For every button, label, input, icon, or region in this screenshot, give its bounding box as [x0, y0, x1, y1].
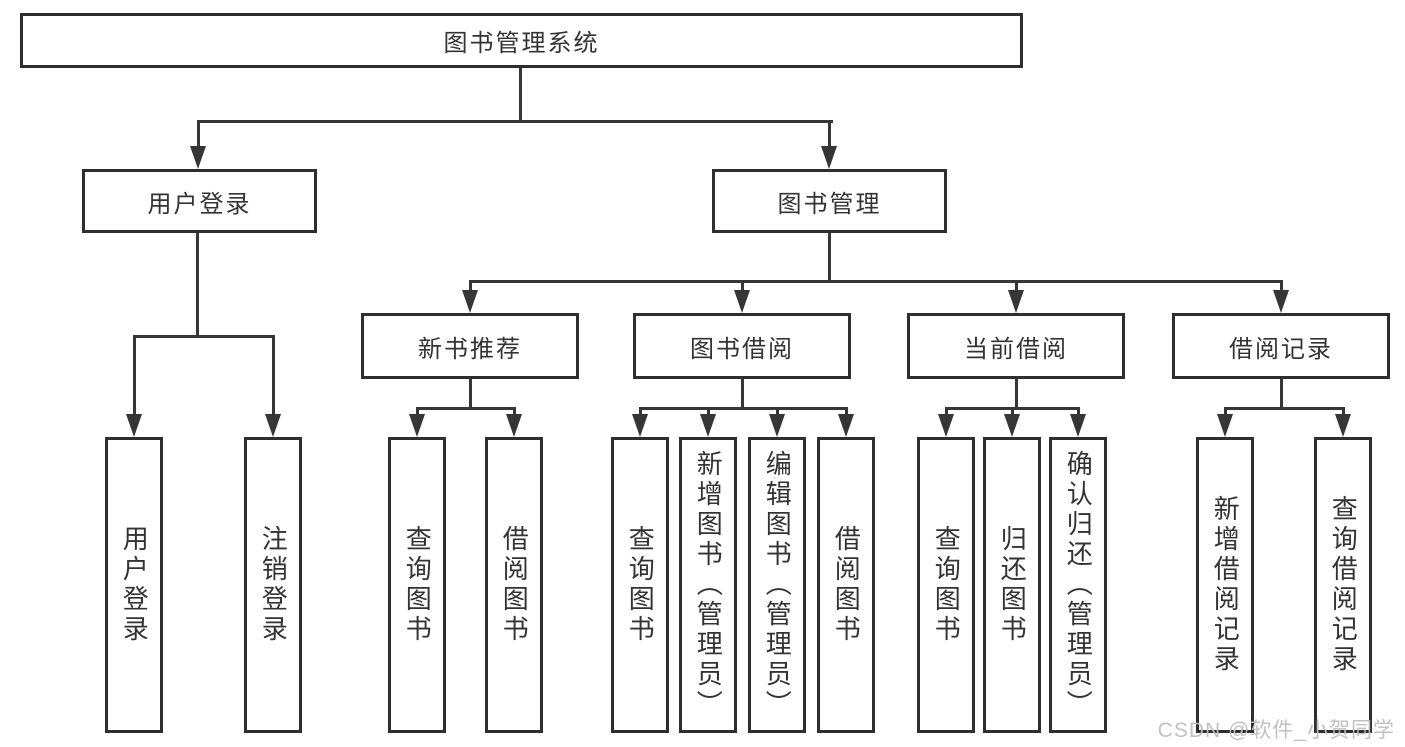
leaf-user-login-label: 用户登录 — [119, 525, 150, 645]
connector-section-stem — [1015, 280, 1018, 294]
node-book-borrow: 图书借阅 — [633, 313, 851, 379]
connector-leaf-stem — [1224, 407, 1227, 417]
leaf-query-books: 查询图书 — [388, 437, 446, 733]
connector-leaf-stem — [639, 407, 642, 417]
leaf-add-books-admin-label: 新增图书（管理员） — [693, 450, 724, 720]
arrowhead-icon — [190, 146, 206, 169]
leaf-borrow-books: 借阅图书 — [817, 437, 875, 733]
arrowhead-icon — [409, 414, 425, 437]
connector-user-login-stem — [197, 120, 200, 150]
arrowhead-icon — [632, 414, 648, 437]
node-root-label: 图书管理系统 — [443, 30, 600, 57]
connector-root-stem — [519, 68, 522, 122]
node-new-book-recommend: 新书推荐 — [361, 313, 579, 379]
arrowhead-icon — [462, 290, 478, 313]
leaf-edit-books-admin-label: 编辑图书（管理员） — [762, 450, 793, 720]
leaf-borrow-books-label: 借阅图书 — [499, 525, 530, 645]
connector-leaf-stem — [845, 407, 848, 417]
connector-leaf-stem — [416, 407, 419, 417]
arrowhead-icon — [1008, 290, 1024, 313]
arrowhead-icon — [506, 414, 522, 437]
leaf-query-books: 查询图书 — [611, 437, 669, 733]
connector-leaves-horizontal — [639, 407, 848, 410]
connector-leaf-stem — [945, 407, 948, 417]
connector-section-down — [1280, 379, 1283, 409]
leaf-return-books: 归还图书 — [983, 437, 1041, 733]
connector-leaf-stem — [133, 335, 136, 417]
connector-leaves-horizontal — [1224, 407, 1345, 410]
connector-user-login-horizontal — [133, 335, 275, 338]
leaf-logout-label: 注销登录 — [258, 525, 289, 645]
connector-level3-horizontal — [469, 280, 1283, 283]
leaf-add-borrow-record: 新增借阅记录 — [1196, 437, 1254, 733]
node-borrow-records: 借阅记录 — [1172, 313, 1390, 379]
connector-section-down — [1015, 379, 1018, 409]
leaf-add-borrow-record-label: 新增借阅记录 — [1210, 495, 1241, 675]
node-current-borrow: 当前借阅 — [907, 313, 1125, 379]
arrowhead-icon — [700, 414, 716, 437]
arrowhead-icon — [265, 414, 281, 437]
leaf-user-login: 用户登录 — [105, 437, 163, 733]
connector-user-login-down — [196, 233, 199, 338]
connector-level2-horizontal — [197, 120, 833, 123]
arrowhead-icon — [1070, 414, 1086, 437]
leaf-confirm-return-admin-label: 确认归还（管理员） — [1063, 450, 1094, 720]
leaf-logout: 注销登录 — [244, 437, 302, 733]
leaf-query-borrow-record: 查询借阅记录 — [1314, 437, 1372, 733]
connector-leaf-stem — [1011, 407, 1014, 417]
arrowhead-icon — [734, 290, 750, 313]
arrowhead-icon — [126, 414, 142, 437]
arrowhead-icon — [938, 414, 954, 437]
node-root: 图书管理系统 — [20, 13, 1023, 68]
connector-leaf-stem — [707, 407, 710, 417]
leaf-query-borrow-record-label: 查询借阅记录 — [1328, 495, 1359, 675]
leaf-add-books-admin: 新增图书（管理员） — [679, 437, 737, 733]
arrowhead-icon — [769, 414, 785, 437]
leaf-borrow-books: 借阅图书 — [485, 437, 543, 733]
node-new-book-recommend-label: 新书推荐 — [418, 335, 522, 363]
connector-book-mgmt-down — [828, 233, 831, 283]
arrowhead-icon — [821, 146, 837, 169]
arrowhead-icon — [1335, 414, 1351, 437]
connector-section-stem — [1280, 280, 1283, 294]
connector-leaf-stem — [272, 335, 275, 417]
connector-leaf-stem — [513, 407, 516, 417]
leaf-query-books-label: 查询图书 — [931, 525, 962, 645]
connector-leaves-horizontal — [416, 407, 516, 410]
node-current-borrow-label: 当前借阅 — [964, 335, 1068, 363]
node-book-management: 图书管理 — [712, 169, 947, 233]
leaf-borrow-books-label: 借阅图书 — [831, 525, 862, 645]
connector-section-stem — [741, 280, 744, 294]
arrowhead-icon — [1217, 414, 1233, 437]
node-user-login-label: 用户登录 — [147, 190, 252, 218]
leaf-confirm-return-admin: 确认归还（管理员） — [1049, 437, 1107, 733]
arrowhead-icon — [1273, 290, 1289, 313]
node-borrow-records-label: 借阅记录 — [1229, 335, 1333, 363]
leaf-edit-books-admin: 编辑图书（管理员） — [748, 437, 806, 733]
connector-section-down — [741, 379, 744, 409]
connector-leaf-stem — [1077, 407, 1080, 417]
leaf-return-books-label: 归还图书 — [997, 525, 1028, 645]
connector-section-down — [469, 379, 472, 409]
arrowhead-icon — [1004, 414, 1020, 437]
connector-leaf-stem — [776, 407, 779, 417]
leaf-query-books-label: 查询图书 — [402, 525, 433, 645]
leaf-query-books-label: 查询图书 — [625, 525, 656, 645]
node-user-login: 用户登录 — [82, 169, 317, 233]
leaf-query-books: 查询图书 — [917, 437, 975, 733]
arrowhead-icon — [838, 414, 854, 437]
connector-section-stem — [469, 280, 472, 294]
csdn-watermark: CSDN @软件_小贺同学 — [1157, 719, 1395, 742]
node-book-borrow-label: 图书借阅 — [690, 335, 794, 363]
connector-book-mgmt-stem — [828, 120, 831, 150]
connector-leaf-stem — [1342, 407, 1345, 417]
node-book-management-label: 图书管理 — [777, 190, 882, 218]
